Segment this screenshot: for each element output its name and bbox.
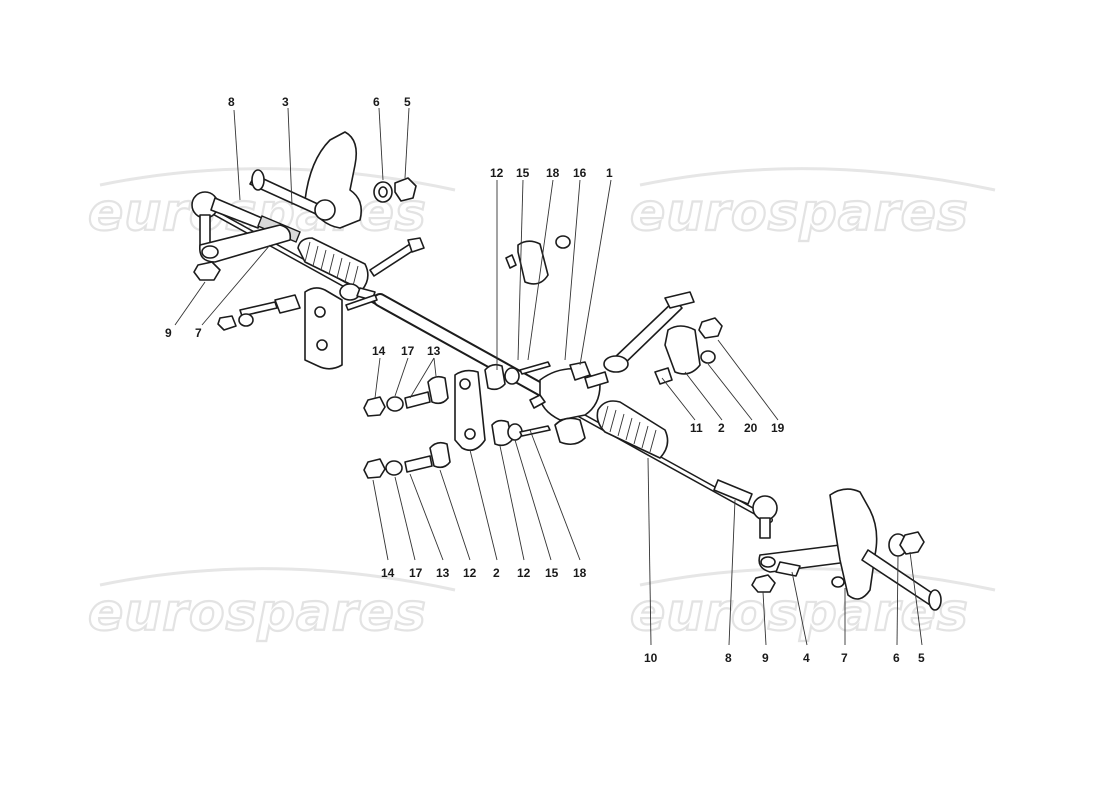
callout-label: 2: [718, 421, 725, 435]
center-bracket: [454, 369, 486, 451]
callout-label: 12: [490, 166, 504, 180]
rack-tube: [207, 207, 773, 523]
callout-label: 8: [228, 95, 235, 109]
callout-label: 8: [725, 651, 732, 665]
left-bellows: [297, 237, 369, 291]
left-mounting-parts: [217, 237, 425, 331]
watermarks: eurospares eurospares eurospares eurospa…: [87, 167, 996, 644]
center-bushings: [484, 361, 551, 447]
callout-label: 17: [401, 344, 415, 358]
callout-label: 6: [893, 651, 900, 665]
callout-label: 14: [372, 344, 386, 358]
callout-label: 2: [493, 566, 500, 580]
callout-label: 9: [165, 326, 172, 340]
callout-label: 16: [573, 166, 587, 180]
callout-label: 5: [918, 651, 925, 665]
callout-label: 3: [282, 95, 289, 109]
left-lower-fasteners: [363, 375, 451, 479]
callout-label: 6: [373, 95, 380, 109]
callout-label: 14: [381, 566, 395, 580]
watermark-top-right: eurospares: [630, 183, 969, 243]
leader-lines: [174, 107, 923, 646]
callout-label: 4: [803, 651, 810, 665]
rack-center-housing: [529, 361, 609, 446]
callout-label: 12: [463, 566, 477, 580]
callout-label: 15: [545, 566, 559, 580]
callout-label: 17: [409, 566, 423, 580]
callout-label: 20: [744, 421, 758, 435]
left-steering-knuckle: [249, 131, 363, 229]
callout-label: 12: [517, 566, 531, 580]
right-bellows: [596, 400, 669, 459]
right-steering-arm: [758, 544, 850, 577]
callout-label: 5: [404, 95, 411, 109]
callout-label: 7: [841, 651, 848, 665]
callout-label: 18: [546, 166, 560, 180]
top-washer-and-nut: [373, 177, 417, 203]
callout-label: 1: [606, 166, 613, 180]
callout-label: 19: [771, 421, 785, 435]
callout-label: 18: [573, 566, 587, 580]
callout-label: 13: [427, 344, 441, 358]
callout-label: 7: [195, 326, 202, 340]
watermark-bottom-left: eurospares: [88, 583, 427, 643]
right-steering-knuckle: [829, 488, 942, 611]
top-center-clamp: [505, 235, 571, 285]
callout-label: 10: [644, 651, 658, 665]
callout-label: 13: [436, 566, 450, 580]
left-steering-arm: [198, 224, 292, 263]
callout-label: 9: [762, 651, 769, 665]
right-upper-parts: [603, 291, 723, 385]
right-tie-rod-end: [713, 479, 778, 539]
callout-label: 11: [690, 421, 703, 435]
callout-numbers: 8 3 6 5 9 7 12 15 18 16 1 14 17 13 12 11…: [165, 95, 925, 665]
callout-label: 15: [516, 166, 530, 180]
left-clamp-bracket: [304, 287, 343, 370]
right-washer-and-nut: [888, 531, 925, 557]
left-nut: [193, 261, 221, 281]
right-nut: [751, 574, 776, 593]
